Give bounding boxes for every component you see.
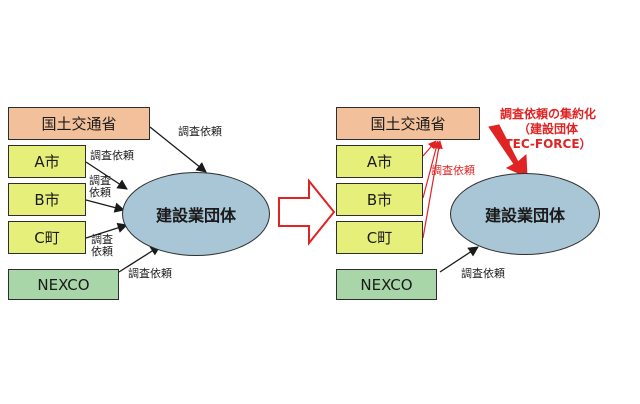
mlit-box-right-label: 国土交通省 [370, 115, 446, 133]
mlit-box-label: 国土交通省 [41, 115, 117, 133]
construction-association-right-label: 建設業団体 [484, 206, 565, 225]
mlit-box: 国土交通省 [8, 107, 150, 140]
request-label-city-a: 調査依頼 [90, 149, 134, 162]
request-label-town-c-line2: 依頼 [91, 245, 113, 258]
arrow-city-b-to-mlit [422, 140, 441, 199]
nexco-box-label: NEXCO [37, 275, 90, 294]
consolidation-callout: 調査依頼の集約化 （建設団体 TEC-FORCE） [500, 107, 596, 152]
city-b-box: B市 [8, 183, 86, 216]
arrow-nexco-to-target-right [439, 246, 479, 273]
request-label-city-b-line2: 依頼 [89, 186, 111, 199]
construction-association-ellipse: 建設業団体 [122, 172, 270, 256]
town-c-box-right-label: C町 [366, 229, 393, 247]
nexco-box-right: NEXCO [336, 269, 437, 300]
nexco-box-right-label: NEXCO [360, 275, 413, 294]
mlit-box-right: 国土交通省 [336, 107, 480, 140]
arrow-city-a-to-target [85, 161, 128, 190]
request-label-town-c-line1: 調査 [91, 233, 113, 246]
request-label-city-b: 調査 依頼 [89, 175, 111, 199]
request-label-nexco-right: 調査依頼 [461, 267, 505, 280]
arrow-city-b-to-target [85, 199, 126, 213]
city-b-box-label: B市 [34, 191, 60, 209]
callout-line-1: 調査依頼の集約化 [500, 107, 597, 121]
callout-line-2: （建設団体 [518, 122, 579, 136]
city-a-box-right-label: A市 [366, 153, 393, 171]
town-c-box-label: C町 [34, 229, 60, 247]
request-label-mlit: 調査依頼 [178, 125, 222, 138]
request-label-city-b-line1: 調査 [89, 174, 111, 187]
town-c-box-right: C町 [336, 221, 423, 254]
city-a-box-label: A市 [34, 153, 60, 171]
arrow-town-c-to-target [85, 222, 128, 239]
city-b-box-right: B市 [336, 183, 423, 216]
city-b-box-right-label: B市 [366, 191, 393, 209]
nexco-box: NEXCO [8, 269, 119, 300]
consolidated-request-arrow [488, 124, 528, 178]
city-a-box: A市 [8, 145, 86, 178]
arrow-town-c-to-mlit [422, 140, 443, 239]
city-a-box-right: A市 [336, 145, 423, 178]
callout-line-3: TEC-FORCE） [504, 137, 592, 151]
arrow-nexco-to-target [118, 245, 161, 273]
request-label-town-c: 調査 依頼 [91, 234, 113, 258]
arrow-mlit-to-target [149, 126, 207, 173]
construction-association-label: 建設業団体 [155, 206, 236, 225]
construction-association-ellipse-right: 建設業団体 [450, 173, 600, 255]
request-label-bundled: 調査依頼 [431, 164, 475, 177]
town-c-box: C町 [8, 221, 86, 254]
request-label-nexco: 調査依頼 [128, 267, 172, 280]
transition-arrow [278, 178, 336, 246]
